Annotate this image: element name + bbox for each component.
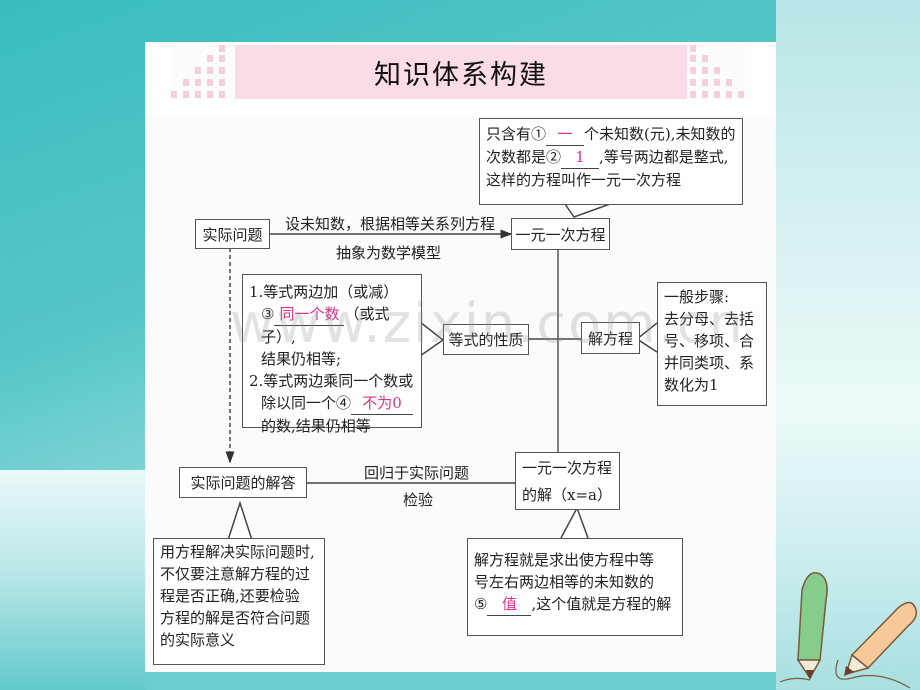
answer-blank-1: 一	[546, 123, 585, 146]
steps-line5: 数化为1	[664, 376, 719, 394]
edge-label-return-bottom: 检验	[403, 491, 434, 509]
steps-line3: 号、移项、合	[664, 332, 755, 350]
answer-blank-2: 1	[561, 146, 600, 169]
pencils-icon	[780, 572, 918, 689]
node-linear-equation-label: 一元一次方程	[515, 225, 606, 244]
properties-line4: 2.等式两边乘同一个数或	[249, 372, 414, 390]
node-equation-properties-label: 等式的性质	[448, 331, 524, 349]
answer-blank-4: 不为0	[351, 392, 414, 415]
properties-line6: 的数,结果仍相等	[261, 417, 371, 435]
edge-label-model-bottom: 抽象为数学模型	[336, 244, 442, 262]
background-right	[776, 0, 920, 690]
node-solve-equation-label: 解方程	[587, 329, 633, 348]
node-real-problem: 实际问题	[195, 219, 270, 249]
answer-blank-3: 同一个数	[274, 303, 345, 326]
definition-line3: 这样的方程叫作一元一次方程	[486, 171, 682, 189]
check-line2: 不仅要注意解方程的过	[160, 565, 311, 583]
check-line4: 方程的解是否符合问题	[160, 609, 311, 627]
node-real-problem-label: 实际问题	[202, 225, 263, 244]
node-real-answer-label: 实际问题的解答	[190, 474, 296, 492]
steps-line2: 去分母、去括	[664, 310, 755, 328]
node-real-answer: 实际问题的解答	[179, 467, 307, 498]
callout-steps: 一般步骤: 去分母、去括 号、移项、合 并同类项、系 数化为1	[657, 282, 767, 406]
solution-line2: 号左右两边相等的未知数的	[474, 573, 655, 591]
check-line5: 的实际意义	[160, 631, 236, 649]
answer-blank-5: 值	[487, 593, 532, 616]
background-bottom-strip	[145, 672, 776, 690]
background-bottom-left	[0, 470, 160, 690]
callout-check: 用方程解决实际问题时, 不仅要注意解方程的过 程是否正确,还要检验 方程的解是否…	[153, 538, 325, 665]
title-banner: 知识体系构建	[235, 45, 687, 99]
node-linear-equation: 一元一次方程	[511, 218, 610, 250]
edge-label-return-top: 回归于实际问题	[364, 464, 470, 482]
edge-label-model-top: 设未知数，根据相等关系列方程	[285, 215, 496, 233]
node-equation-solution: 一元一次方程 的解（x=a）	[515, 452, 620, 510]
page-title: 知识体系构建	[374, 59, 548, 91]
node-equation-solution-line2: 的解（x=a）	[522, 486, 612, 504]
check-line3: 程是否正确,还要检验	[160, 587, 300, 605]
solution-line1: 解方程就是求出使方程中等	[474, 551, 655, 569]
title-dots-right	[690, 45, 750, 99]
title-dots-left	[171, 45, 231, 99]
steps-line4: 并同类项、系	[664, 354, 755, 372]
node-solve-equation: 解方程	[581, 322, 640, 354]
check-line1: 用方程解决实际问题时,	[160, 543, 315, 561]
node-equation-properties: 等式的性质	[443, 324, 529, 355]
steps-line1: 一般步骤:	[664, 288, 730, 306]
properties-line1: 1.等式两边加（或减）	[249, 283, 399, 301]
properties-line3: 结果仍相等;	[261, 350, 342, 368]
node-equation-solution-line1: 一元一次方程	[522, 459, 613, 477]
